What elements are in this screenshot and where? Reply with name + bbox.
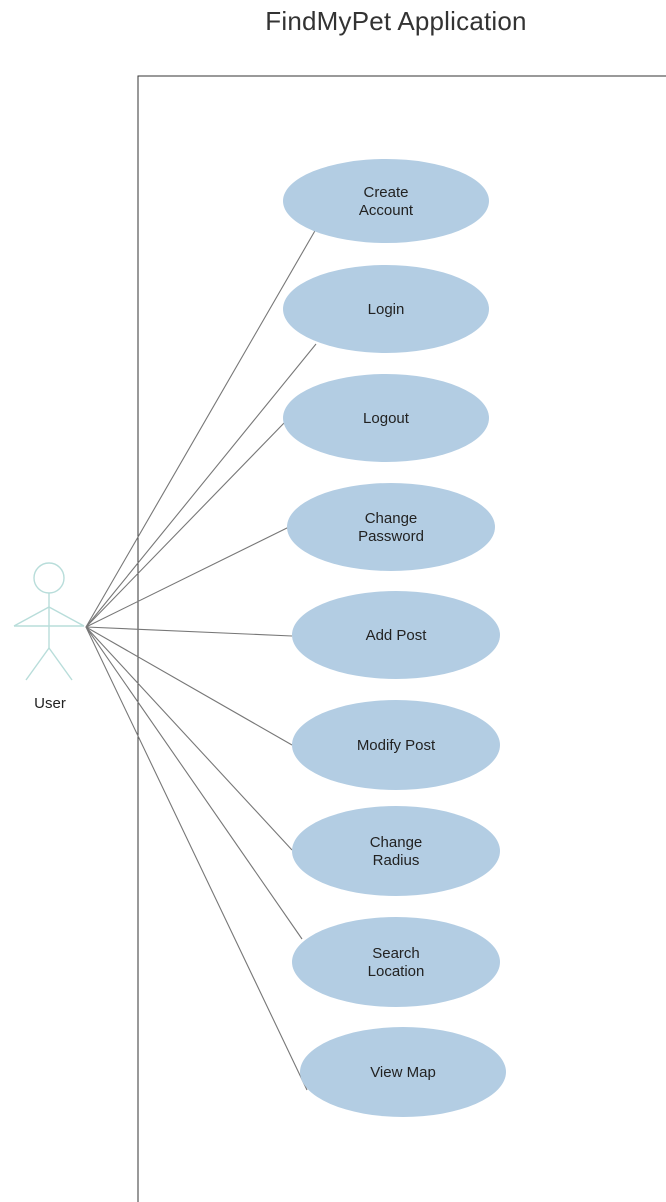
association-line: [85, 228, 317, 628]
actor-head: [33, 562, 65, 594]
use-case-ellipse: [292, 591, 500, 679]
use-case-ellipse: [292, 917, 500, 1007]
actor-label: User: [34, 695, 66, 712]
use-case-view-map: View Map: [300, 1027, 506, 1117]
actor-right-leg: [48, 647, 73, 681]
use-case-label: Change: [370, 834, 423, 851]
use-case-label: Modify Post: [357, 737, 436, 754]
association-line: [85, 626, 308, 1091]
associations: [85, 228, 317, 1091]
use-case-label: Logout: [363, 410, 410, 427]
diagram-title: FindMyPet Application: [0, 6, 666, 37]
use-case-ellipse: [287, 483, 495, 571]
diagram-title-text: FindMyPet Application: [265, 6, 527, 36]
use-case-modify-post: Modify Post: [292, 700, 500, 790]
actor-right-arm: [48, 606, 85, 627]
use-case-label: Account: [359, 202, 414, 219]
actor-left-arm: [13, 606, 50, 627]
system-boundary-rect: [137, 75, 666, 1202]
actor-user: User: [13, 562, 85, 712]
association-line: [85, 526, 290, 628]
use-case-label: Location: [368, 963, 425, 980]
use-case-label: Search: [372, 945, 420, 962]
use-case-label: Password: [358, 528, 424, 545]
use-case-ellipse: [292, 806, 500, 896]
use-case-add-post: Add Post: [292, 591, 500, 679]
use-case-label: Radius: [373, 852, 420, 869]
use-cases: CreateAccountLoginLogoutChangePasswordAd…: [283, 159, 506, 1117]
use-case-ellipse: [300, 1027, 506, 1117]
system-boundary: [137, 75, 666, 1202]
use-case-ellipse: [283, 159, 489, 243]
use-case-label: Add Post: [366, 627, 428, 644]
association-line: [85, 343, 317, 628]
use-case-logout: Logout: [283, 374, 489, 462]
use-case-label: Create: [363, 184, 408, 201]
use-case-ellipse: [292, 700, 500, 790]
association-line: [85, 626, 293, 851]
association-line: [85, 626, 303, 940]
use-case-label: Change: [365, 510, 418, 527]
use-case-label: Login: [368, 301, 405, 318]
actor-left-leg: [25, 647, 50, 681]
use-case-label: View Map: [370, 1064, 436, 1081]
association-line: [85, 626, 293, 637]
association-line: [85, 626, 293, 746]
use-case-login: Login: [283, 265, 489, 353]
association-line: [85, 420, 287, 628]
use-case-ellipse: [283, 265, 489, 353]
use-case-ellipse: [283, 374, 489, 462]
